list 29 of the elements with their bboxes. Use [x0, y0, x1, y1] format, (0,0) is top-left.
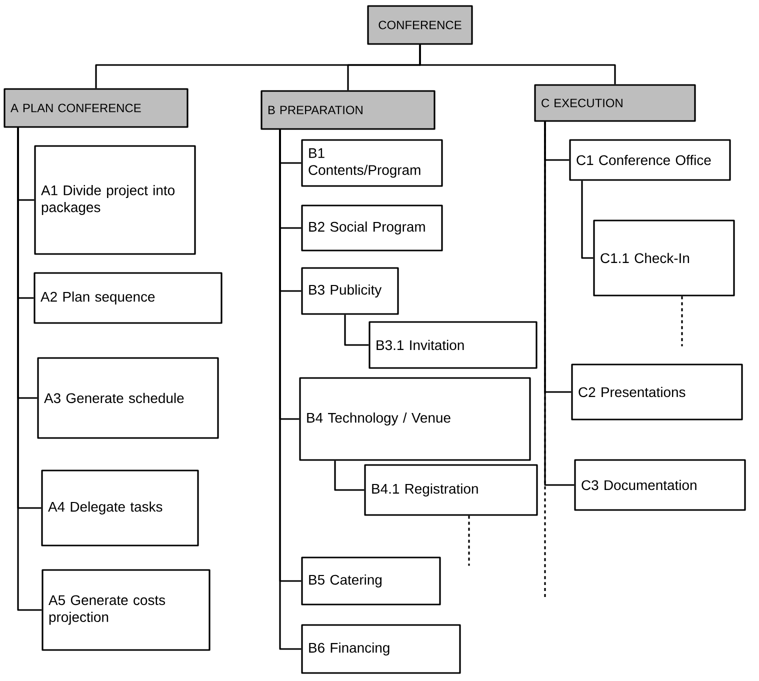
connector-line [419, 44, 616, 84]
task-box: C1 Conference Office [569, 139, 731, 181]
connector-line [544, 122, 574, 486]
task-box: B4.1 Registration [364, 464, 538, 516]
task-box: C2 Presentations [571, 364, 743, 420]
task-box: A4 Delegate tasks [41, 470, 199, 546]
task-box: B3 Publicity [301, 267, 399, 315]
task-box: B6 Financing [301, 624, 461, 674]
task-box: A5 Generate costs projection [42, 569, 210, 651]
continuation-line [468, 516, 470, 566]
connector-line [581, 180, 594, 259]
heading-box: B PREPARATION [260, 90, 436, 130]
continuation-line [681, 296, 683, 346]
task-box: A2 Plan sequence [34, 272, 222, 324]
heading-box: A PLAN CONFERENCE [4, 88, 188, 128]
task-box: C1.1 Check-In [593, 220, 735, 296]
task-box: A3 Generate schedule [37, 357, 219, 439]
connector-line [17, 128, 42, 611]
task-box: B5 Catering [301, 556, 441, 606]
task-box: B4 Technology / Venue [299, 377, 531, 461]
heading-box: CONFERENCE [367, 5, 473, 45]
connector-line [334, 460, 364, 491]
connector-line [344, 314, 369, 346]
heading-box: C EXECUTION [534, 84, 696, 122]
task-box: B1 Contents/Program [301, 139, 443, 187]
task-box: B3.1 Invitation [368, 321, 538, 369]
task-box: B2 Social Program [301, 204, 443, 252]
task-box: C3 Documentation [574, 459, 746, 511]
task-box: A1 Divide project into packages [34, 145, 196, 255]
